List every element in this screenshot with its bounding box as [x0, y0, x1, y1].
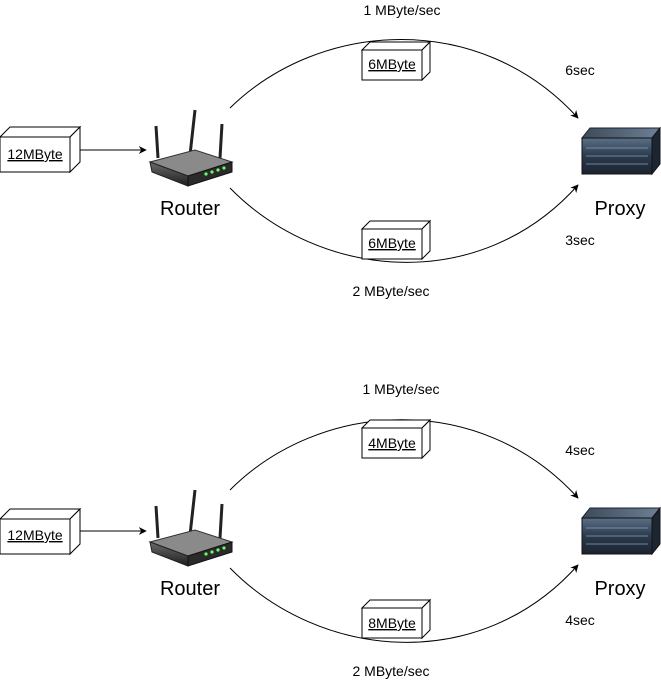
bottom-path-rate: 2 MByte/sec: [352, 663, 429, 679]
top-packet-label: 4MByte: [368, 435, 416, 451]
bottom-packet-label: 8MByte: [368, 615, 416, 631]
top-path-time: 4sec: [565, 442, 595, 458]
bottom-path-edge: [229, 564, 579, 643]
bottom-path-edge: [229, 184, 579, 263]
top-packet-label: 6MByte: [368, 56, 416, 72]
server-icon: [580, 126, 661, 176]
input-data-label: 12MByte: [7, 146, 62, 162]
input-data-label: 12MByte: [7, 527, 62, 543]
top-path-time: 6sec: [565, 62, 595, 78]
input-data-box: 12MByte: [0, 507, 82, 556]
router-label: Router: [160, 198, 220, 220]
scenario-1: 12MByte Router 1 MByte/sec 2 MByte/sec 6…: [0, 2, 661, 299]
wifi-router-icon: [148, 109, 234, 187]
server-icon: [580, 506, 661, 556]
proxy-label: Proxy: [594, 198, 645, 220]
bottom-packet-box: 8MByte: [360, 598, 432, 640]
top-path-edge: [229, 39, 579, 119]
scenario-2: 12MByte Router 1 MByte/sec 2 MByte/sec 4…: [0, 381, 661, 679]
bottom-path-time: 4sec: [565, 612, 595, 628]
top-packet-box: 6MByte: [360, 40, 432, 82]
input-data-box: 12MByte: [0, 125, 82, 174]
top-path-rate: 1 MByte/sec: [362, 381, 439, 397]
top-packet-box: 4MByte: [360, 418, 432, 460]
bottom-packet-box: 6MByte: [360, 219, 432, 261]
wifi-router-icon: [148, 489, 234, 567]
proxy-label: Proxy: [594, 578, 645, 600]
bottom-packet-label: 6MByte: [368, 235, 416, 251]
bottom-path-time: 3sec: [565, 232, 595, 248]
top-path-rate: 1 MByte/sec: [363, 2, 440, 18]
bottom-path-rate: 2 MByte/sec: [352, 283, 429, 299]
router-label: Router: [160, 578, 220, 600]
